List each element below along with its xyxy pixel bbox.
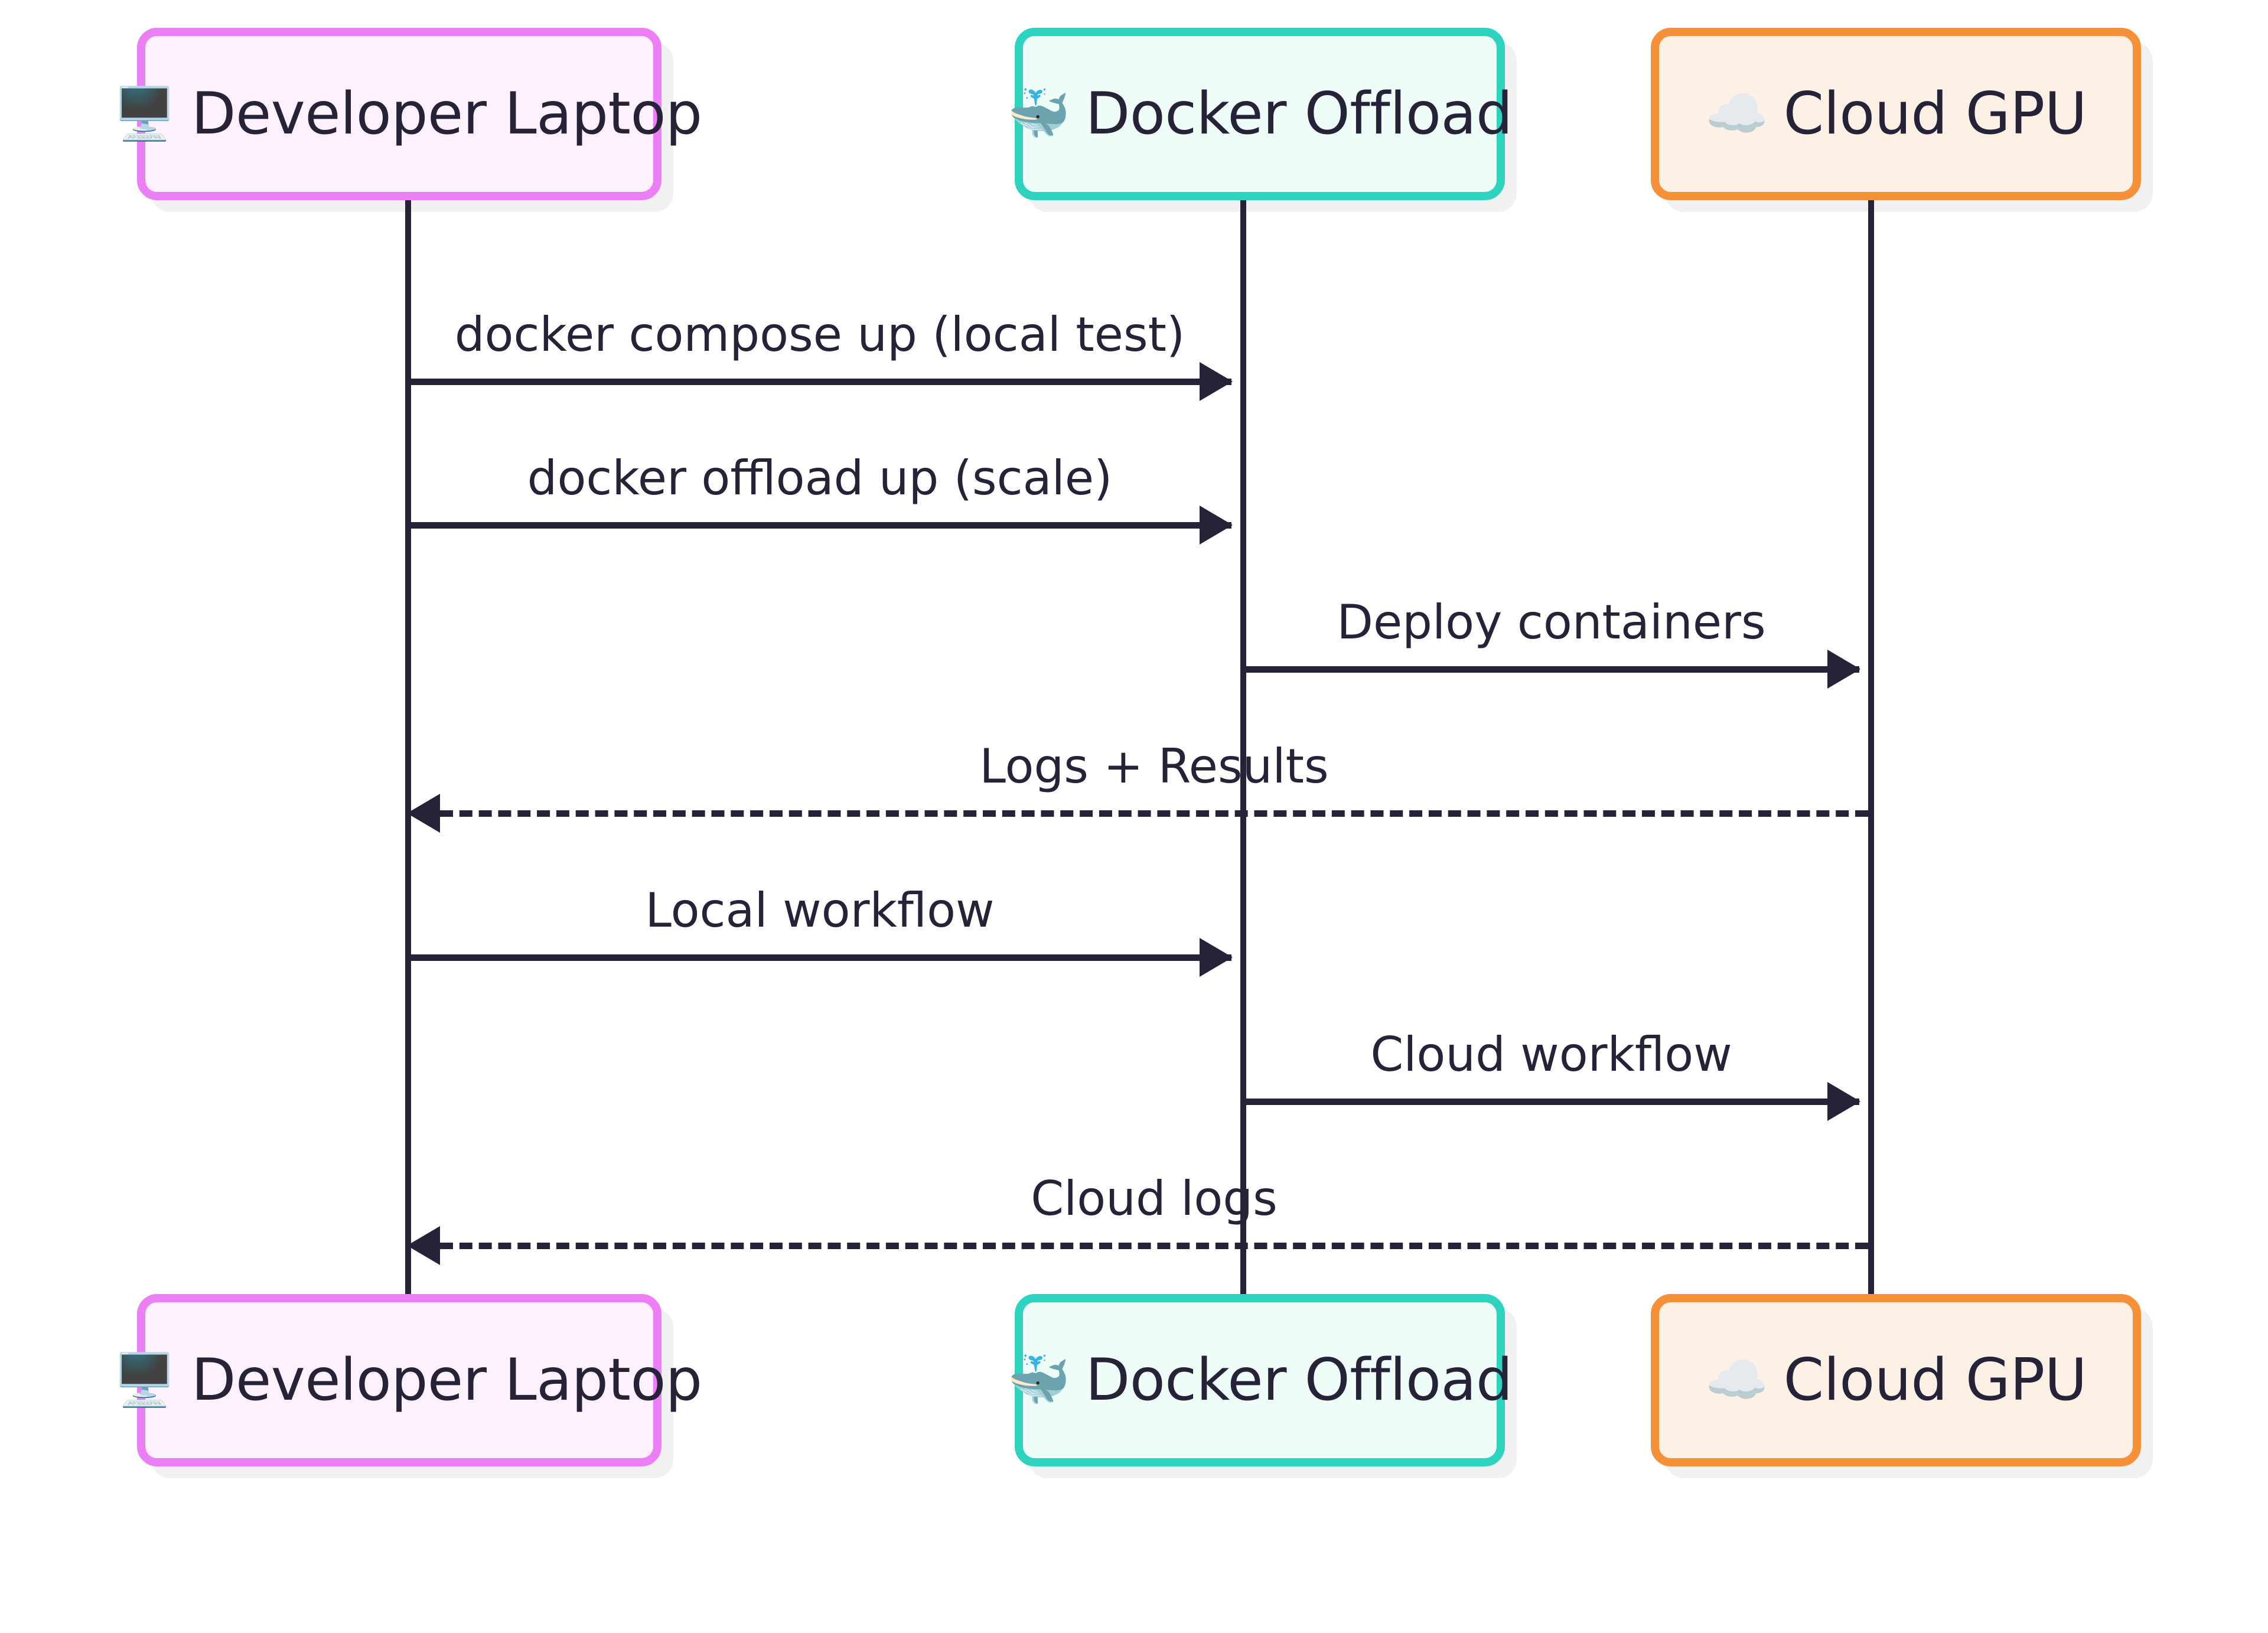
participant-name-gpu-top: Cloud GPU [1783, 80, 2087, 148]
cloud-icon: ☁️ [1705, 84, 1768, 144]
arrowhead-right-2 [1200, 506, 1233, 545]
participant-label-gpu-top: ☁️ Cloud GPU [1705, 85, 2087, 143]
participant-box-offload-top[interactable]: 🐳 Docker Offload [1007, 28, 1513, 200]
participant-label-laptop-bottom: 🖥️ Developer Laptop [113, 1351, 702, 1409]
message-line-1 [408, 379, 1231, 385]
participant-name-gpu-bottom: Cloud GPU [1783, 1347, 2087, 1414]
desktop-computer-icon: 🖥️ [113, 84, 176, 144]
participant-name-offload-top: Docker Offload [1085, 80, 1513, 148]
message-line-2 [408, 522, 1231, 529]
participant-label-offload-bottom: 🐳 Docker Offload [1007, 1347, 1513, 1414]
message-line-3 [1243, 666, 1859, 673]
lifeline-laptop [405, 200, 411, 1294]
whale-icon: 🐳 [1007, 1351, 1070, 1410]
cloud-icon: ☁️ [1705, 1351, 1768, 1410]
message-label-1: docker compose up (local test) [454, 307, 1185, 362]
desktop-computer-icon: 🖥️ [113, 1351, 176, 1410]
arrowhead-right-1 [1200, 362, 1233, 401]
message-label-5: Local workflow [645, 883, 995, 938]
arrowhead-right-6 [1827, 1082, 1860, 1121]
participant-name-laptop-bottom: Developer Laptop [191, 1347, 702, 1414]
participant-label-laptop-top: 🖥️ Developer Laptop [113, 85, 702, 143]
participant-label-gpu-bottom: ☁️ Cloud GPU [1705, 1351, 2087, 1409]
message-line-5 [408, 954, 1231, 961]
message-label-7: Cloud logs [1031, 1171, 1278, 1226]
message-label-6: Cloud workflow [1370, 1027, 1732, 1082]
arrowhead-right-3 [1827, 650, 1860, 689]
message-line-4 [440, 810, 1868, 817]
arrowhead-left-7 [407, 1226, 440, 1265]
message-line-6 [1243, 1099, 1859, 1105]
lifeline-gpu [1868, 200, 1874, 1294]
participant-name-offload-bottom: Docker Offload [1085, 1347, 1513, 1414]
message-label-3: Deploy containers [1337, 595, 1766, 650]
participant-box-gpu-top[interactable]: ☁️ Cloud GPU [1651, 28, 2141, 200]
message-label-2: docker offload up (scale) [527, 451, 1113, 506]
arrowhead-right-5 [1200, 938, 1233, 977]
participant-box-laptop-top[interactable]: 🖥️ Developer Laptop [113, 28, 702, 200]
message-label-4: Logs + Results [979, 739, 1329, 794]
participant-box-laptop-bottom[interactable]: 🖥️ Developer Laptop [113, 1294, 702, 1466]
participant-name-laptop-top: Developer Laptop [191, 80, 702, 148]
participant-label-offload-top: 🐳 Docker Offload [1007, 80, 1513, 148]
message-line-7 [440, 1243, 1868, 1249]
participant-box-offload-bottom[interactable]: 🐳 Docker Offload [1007, 1294, 1513, 1466]
lifeline-offload [1240, 200, 1246, 1294]
participant-box-gpu-bottom[interactable]: ☁️ Cloud GPU [1651, 1294, 2141, 1466]
arrowhead-left-4 [407, 794, 440, 833]
whale-icon: 🐳 [1007, 84, 1070, 144]
